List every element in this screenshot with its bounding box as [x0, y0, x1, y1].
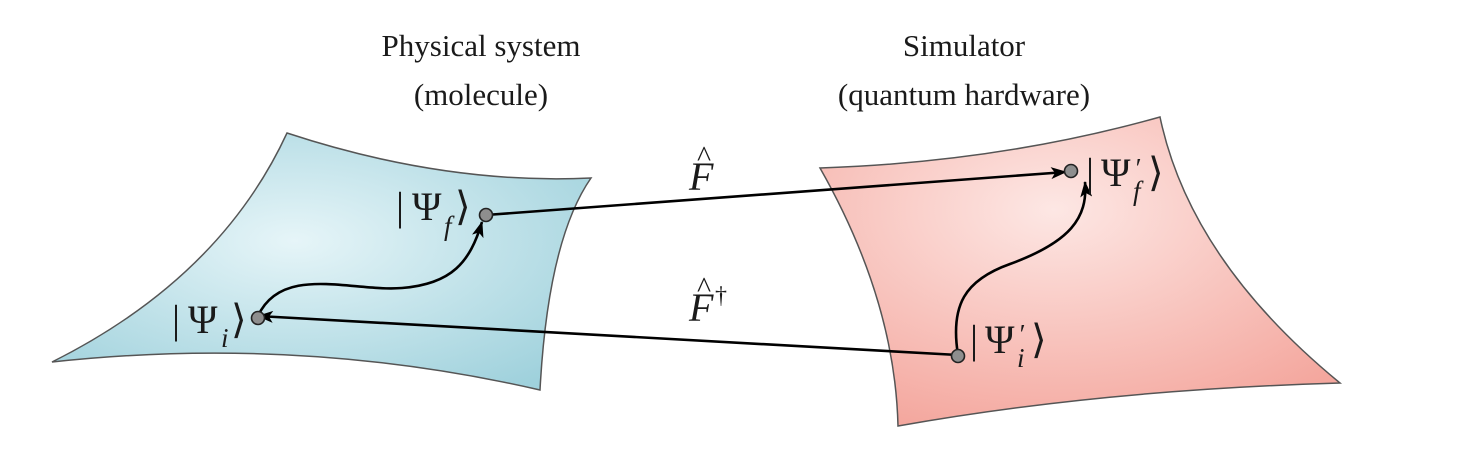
svg-text:i: i	[1017, 343, 1025, 373]
svg-text:Ψ: Ψ	[188, 297, 218, 342]
svg-text:|: |	[396, 184, 404, 229]
svg-text:′: ′	[1018, 319, 1025, 349]
svg-text:F: F	[688, 154, 714, 199]
simulator-title: Simulator	[903, 28, 1026, 63]
psi-f-prime-label: | Ψ ′ f ⟩	[1086, 150, 1164, 206]
psi-i-prime-dot	[950, 348, 966, 364]
svg-text:^: ^	[697, 140, 711, 173]
simulator-surface	[818, 116, 1343, 427]
svg-text:Ψ: Ψ	[412, 184, 442, 229]
psi-i-label: | Ψ i ⟩	[172, 297, 247, 353]
psi-f-dot	[478, 207, 494, 223]
svg-text:F: F	[688, 285, 714, 330]
forward-map-arrow	[485, 167, 1067, 217]
simulator-subtitle: (quantum hardware)	[838, 77, 1090, 112]
physical-evolution-arrow	[256, 221, 484, 317]
psi-i-dot	[250, 310, 266, 326]
svg-text:⟩: ⟩	[1148, 150, 1164, 195]
inverse-map-arrow	[257, 310, 959, 357]
psi-f-label: | Ψ f ⟩	[396, 184, 471, 241]
svg-text:^: ^	[697, 271, 711, 304]
svg-text:|: |	[970, 317, 978, 362]
psi-i-prime-label: | Ψ ′ i ⟩	[970, 317, 1047, 373]
svg-text:⟩: ⟩	[231, 297, 247, 342]
physical-system-subtitle: (molecule)	[414, 77, 548, 112]
simulator-evolution-arrow	[954, 181, 1093, 356]
forward-map-label: F ^	[688, 140, 714, 199]
svg-text:Ψ: Ψ	[985, 317, 1015, 362]
svg-text:†: †	[715, 283, 727, 309]
svg-text:i: i	[221, 323, 229, 353]
inverse-map-label: F ^ †	[688, 271, 727, 330]
svg-text:′: ′	[1134, 153, 1141, 183]
psi-f-prime-dot	[1063, 163, 1079, 179]
svg-text:|: |	[1086, 150, 1094, 195]
svg-text:Ψ: Ψ	[1101, 150, 1131, 195]
svg-text:f: f	[444, 211, 455, 241]
physical-system-surface	[51, 132, 593, 391]
svg-text:⟩: ⟩	[1031, 317, 1047, 362]
physical-system-title: Physical system	[382, 28, 581, 63]
svg-text:|: |	[172, 297, 180, 342]
svg-text:f: f	[1133, 176, 1144, 206]
svg-text:⟩: ⟩	[455, 184, 471, 229]
